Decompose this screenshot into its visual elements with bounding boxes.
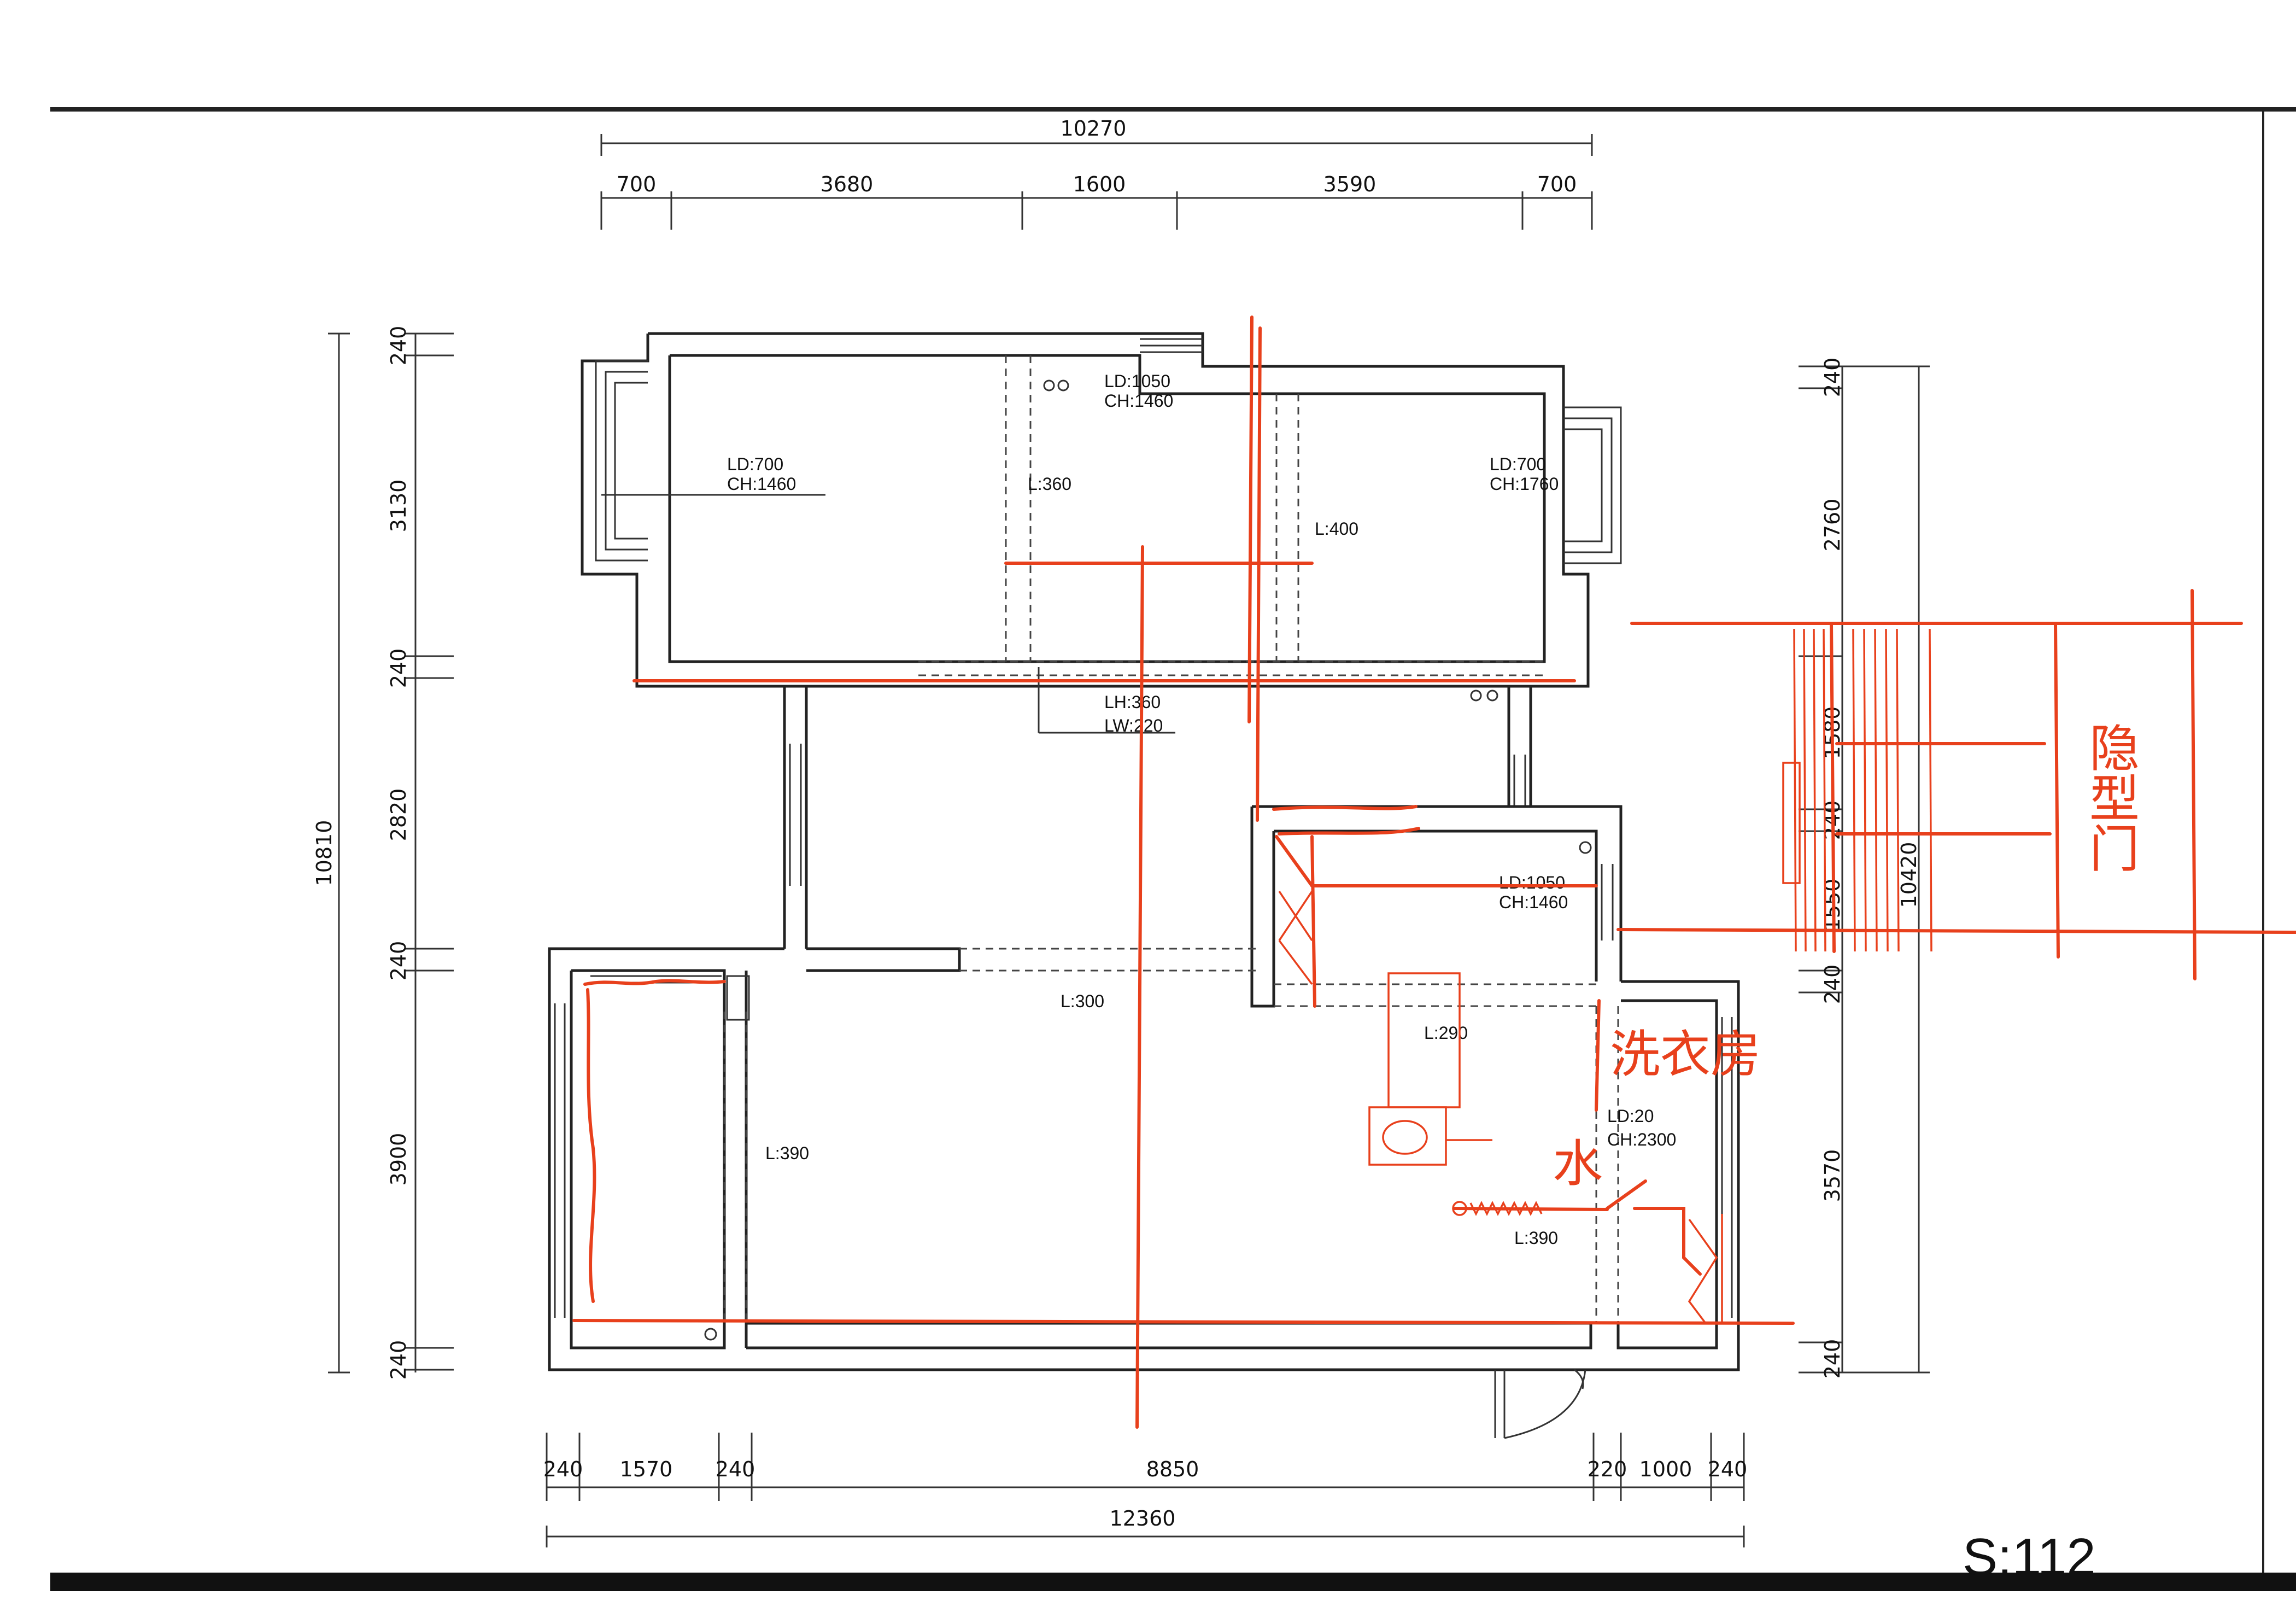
water-note: 水 [1553, 1135, 1603, 1193]
right-bay-window [1563, 406, 1622, 564]
top-seg-1: 700 [617, 172, 657, 196]
red-basin-box [1368, 1106, 1447, 1166]
kitchen-window-lh: LH:360 [1104, 692, 1161, 712]
left-seg-7: 240 [386, 1340, 411, 1380]
bottom-seg-6: 1000 [1639, 1457, 1692, 1481]
red-vertical-1 [1247, 316, 1254, 723]
top-window-strip [1140, 338, 1203, 353]
red-counter-zigzag [1469, 1201, 1543, 1216]
red-bath-top [1272, 805, 1418, 811]
right-dimensions: 240 2760 1580 240 1550 240 3570 240 1042… [1799, 358, 1930, 1379]
bathroom-inner-wall [1274, 829, 1598, 982]
bottom-seg-1: 240 [543, 1457, 583, 1481]
bathroom-outer-wall [1252, 805, 1623, 982]
red-left-squiggle [586, 988, 596, 1303]
red-bath-diag [1275, 835, 1314, 887]
red-hatch-right [1793, 628, 1932, 952]
left-seg-5: 240 [386, 941, 411, 981]
left-dimensions: 10810 240 3130 240 2820 240 3900 240 [312, 326, 454, 1380]
left-seg-3: 240 [386, 649, 411, 688]
red-shower-cross [1278, 891, 1313, 985]
red-washroom-edge [1595, 999, 1601, 1112]
length-390-left-label: L:390 [765, 1143, 809, 1163]
bottom-seg-2: 1570 [620, 1457, 673, 1481]
left-bay-window [595, 360, 825, 562]
bottom-overall-dim: 12360 [1110, 1506, 1176, 1530]
washroom-note: 洗衣房 [1610, 1025, 1761, 1084]
kitchen-window-lw: LW:220 [1104, 716, 1163, 735]
left-seg-2: 3130 [386, 480, 411, 533]
red-window-squiggle [583, 979, 726, 986]
red-right-vertical-3 [2190, 589, 2197, 980]
red-small-box [1782, 762, 1801, 884]
left-seg-6: 3900 [386, 1133, 411, 1186]
door-ld-label: LD:20 [1607, 1106, 1654, 1126]
right-seg-8: 240 [1820, 1339, 1844, 1379]
red-markups [572, 316, 2296, 1429]
upper-block-inner-wall [668, 354, 1546, 663]
hidden-door-note: 隐型门 [2081, 722, 2140, 873]
length-300-label: L:300 [1061, 991, 1104, 1011]
scale-label: S:112 [1963, 1528, 2096, 1586]
dashed-lines [723, 355, 1619, 1323]
lower-block-outer-wall [548, 947, 1740, 1371]
entrance-door [1494, 1369, 1586, 1439]
right-overall-dim: 10420 [1897, 842, 1921, 908]
door-ch-label: CH:2300 [1607, 1130, 1676, 1149]
bottom-seg-7: 240 [1708, 1457, 1748, 1481]
bottom-dimensions: 240 1570 240 8850 220 1000 240 12360 [543, 1433, 1748, 1547]
right-seg-7: 3570 [1820, 1149, 1844, 1202]
bottom-seg-3: 240 [716, 1457, 755, 1481]
top-seg-3: 1600 [1073, 172, 1126, 196]
red-main-vertical [1135, 545, 1144, 1429]
left-seg-4: 2820 [386, 788, 411, 842]
right-seg-6: 240 [1820, 965, 1844, 1004]
length-290-label: L:290 [1424, 1023, 1468, 1043]
red-wash-lines [1606, 1179, 1702, 1276]
red-right-long [1616, 928, 2296, 934]
length-400-label: L:400 [1315, 519, 1358, 539]
red-right-vertical-2 [2054, 622, 2060, 959]
top-seg-4: 3590 [1323, 172, 1377, 196]
red-right-room-lines [1688, 1214, 1723, 1324]
red-counter-line [1452, 1207, 1609, 1211]
right-seg-2: 2760 [1820, 499, 1844, 552]
red-basin-oval [1382, 1120, 1428, 1155]
left-overall-dim: 10810 [312, 820, 336, 886]
bottom-seg-5: 220 [1588, 1457, 1627, 1481]
walls [548, 332, 1740, 1439]
length-390-right-label: L:390 [1514, 1228, 1558, 1248]
lower-right-room [1616, 999, 1718, 1350]
lower-inner-boundary [570, 969, 726, 1350]
red-vertical-2 [1256, 326, 1262, 822]
bathroom-left-wall [1250, 807, 1275, 1008]
top-overall-dim: 10270 [1061, 116, 1127, 141]
left-seg-1: 240 [386, 326, 411, 366]
left-window-ch: CH:1460 [727, 474, 796, 494]
bottom-seg-4: 8850 [1146, 1457, 1199, 1481]
upper-block-outer-wall [581, 332, 1590, 688]
length-360-label: L:360 [1028, 474, 1071, 494]
top-dimensions: 10270 700 3680 1600 3590 700 [600, 116, 1593, 230]
red-right-vertical [1830, 622, 1836, 953]
red-bath-top-2 [1278, 827, 1420, 836]
handwritten-annotations: 隐型门 洗衣房 水 [1553, 722, 2140, 1193]
frame-bottom-bar [50, 1573, 2296, 1591]
right-seg-1: 240 [1820, 358, 1844, 398]
red-shower-edge [1310, 835, 1316, 1008]
red-lower-horizontal [572, 1319, 1795, 1325]
top-seg-2: 3680 [821, 172, 874, 196]
lower-block-inner-wall [806, 947, 961, 972]
top-seg-5: 700 [1537, 172, 1577, 196]
left-window-ld: LD:700 [727, 454, 783, 474]
